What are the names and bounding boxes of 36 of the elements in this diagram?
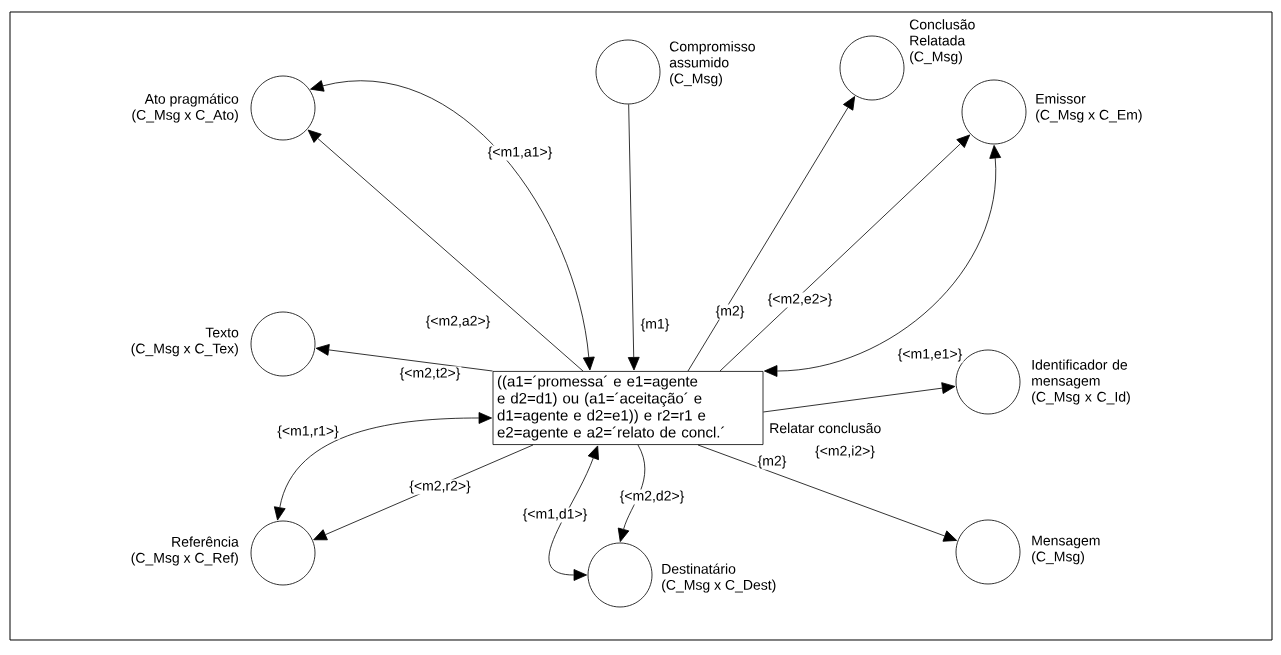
edge-label: {<m2,r2>}	[408, 479, 472, 495]
place-label: Ato pragmático (C_Msg x C_Ato)	[132, 93, 239, 123]
edge-label: {<m2,d2>}	[618, 489, 686, 505]
place-label: Mensagem (C_Msg)	[1032, 535, 1100, 565]
arc-arrow	[307, 129, 584, 372]
arc-arrow	[764, 145, 1002, 377]
edge-label: {<m2,a2>}	[424, 314, 492, 330]
place-label: Compromisso assumido (C_Msg)	[669, 41, 755, 87]
place-label: Texto (C_Msg x C_Tex)	[131, 327, 239, 357]
arc-arrow	[697, 444, 958, 542]
arc-arrow	[273, 412, 492, 521]
arc-arrow	[548, 445, 599, 581]
edge-label: {<m1,a1>}	[486, 145, 554, 161]
place-label: Conclusão Relatada (C_Msg)	[909, 19, 975, 65]
edge-label: {m1}	[639, 317, 671, 333]
arc-arrow	[763, 382, 956, 413]
edge-label: {m2}	[714, 304, 746, 320]
arc-arrow	[315, 344, 493, 372]
edge-label: {<m2,i2>}	[814, 444, 876, 460]
place-label: Referência (C_Msg x C_Ref)	[131, 536, 239, 566]
edge-label: {<m1,d1>}	[521, 507, 589, 523]
edge-label: {m2}	[756, 454, 788, 470]
arc-arrow	[617, 444, 646, 542]
arc-arrow	[310, 80, 595, 371]
arc-arrow	[627, 104, 640, 371]
edge-label: {<m1,r1>}	[276, 424, 340, 440]
edge-label: {<m1,e1>}	[896, 347, 964, 363]
place-label: Emissor (C_Msg x C_Em)	[1036, 93, 1142, 123]
arc-arrow	[687, 96, 856, 372]
place-label: Identificador de mensagem (C_Msg x C_Id)	[1032, 359, 1130, 405]
edge-label: {<m2,e2>}	[766, 292, 834, 308]
place-label: Destinatário (C_Msg x C_Dest)	[662, 563, 776, 593]
transition-label: Relatar conclusão	[770, 422, 881, 434]
edge-label: {<m2,t2>}	[398, 366, 462, 382]
transition-box: ((a1=´promessa´ e e1=agente e d2=d1) ou (a1=´aceitação´ e d1=agente e d2=e1)) e r2=r1 e e2=agente e a2=´relato de concl.´	[492, 371, 764, 445]
arc-arrow	[719, 134, 971, 372]
